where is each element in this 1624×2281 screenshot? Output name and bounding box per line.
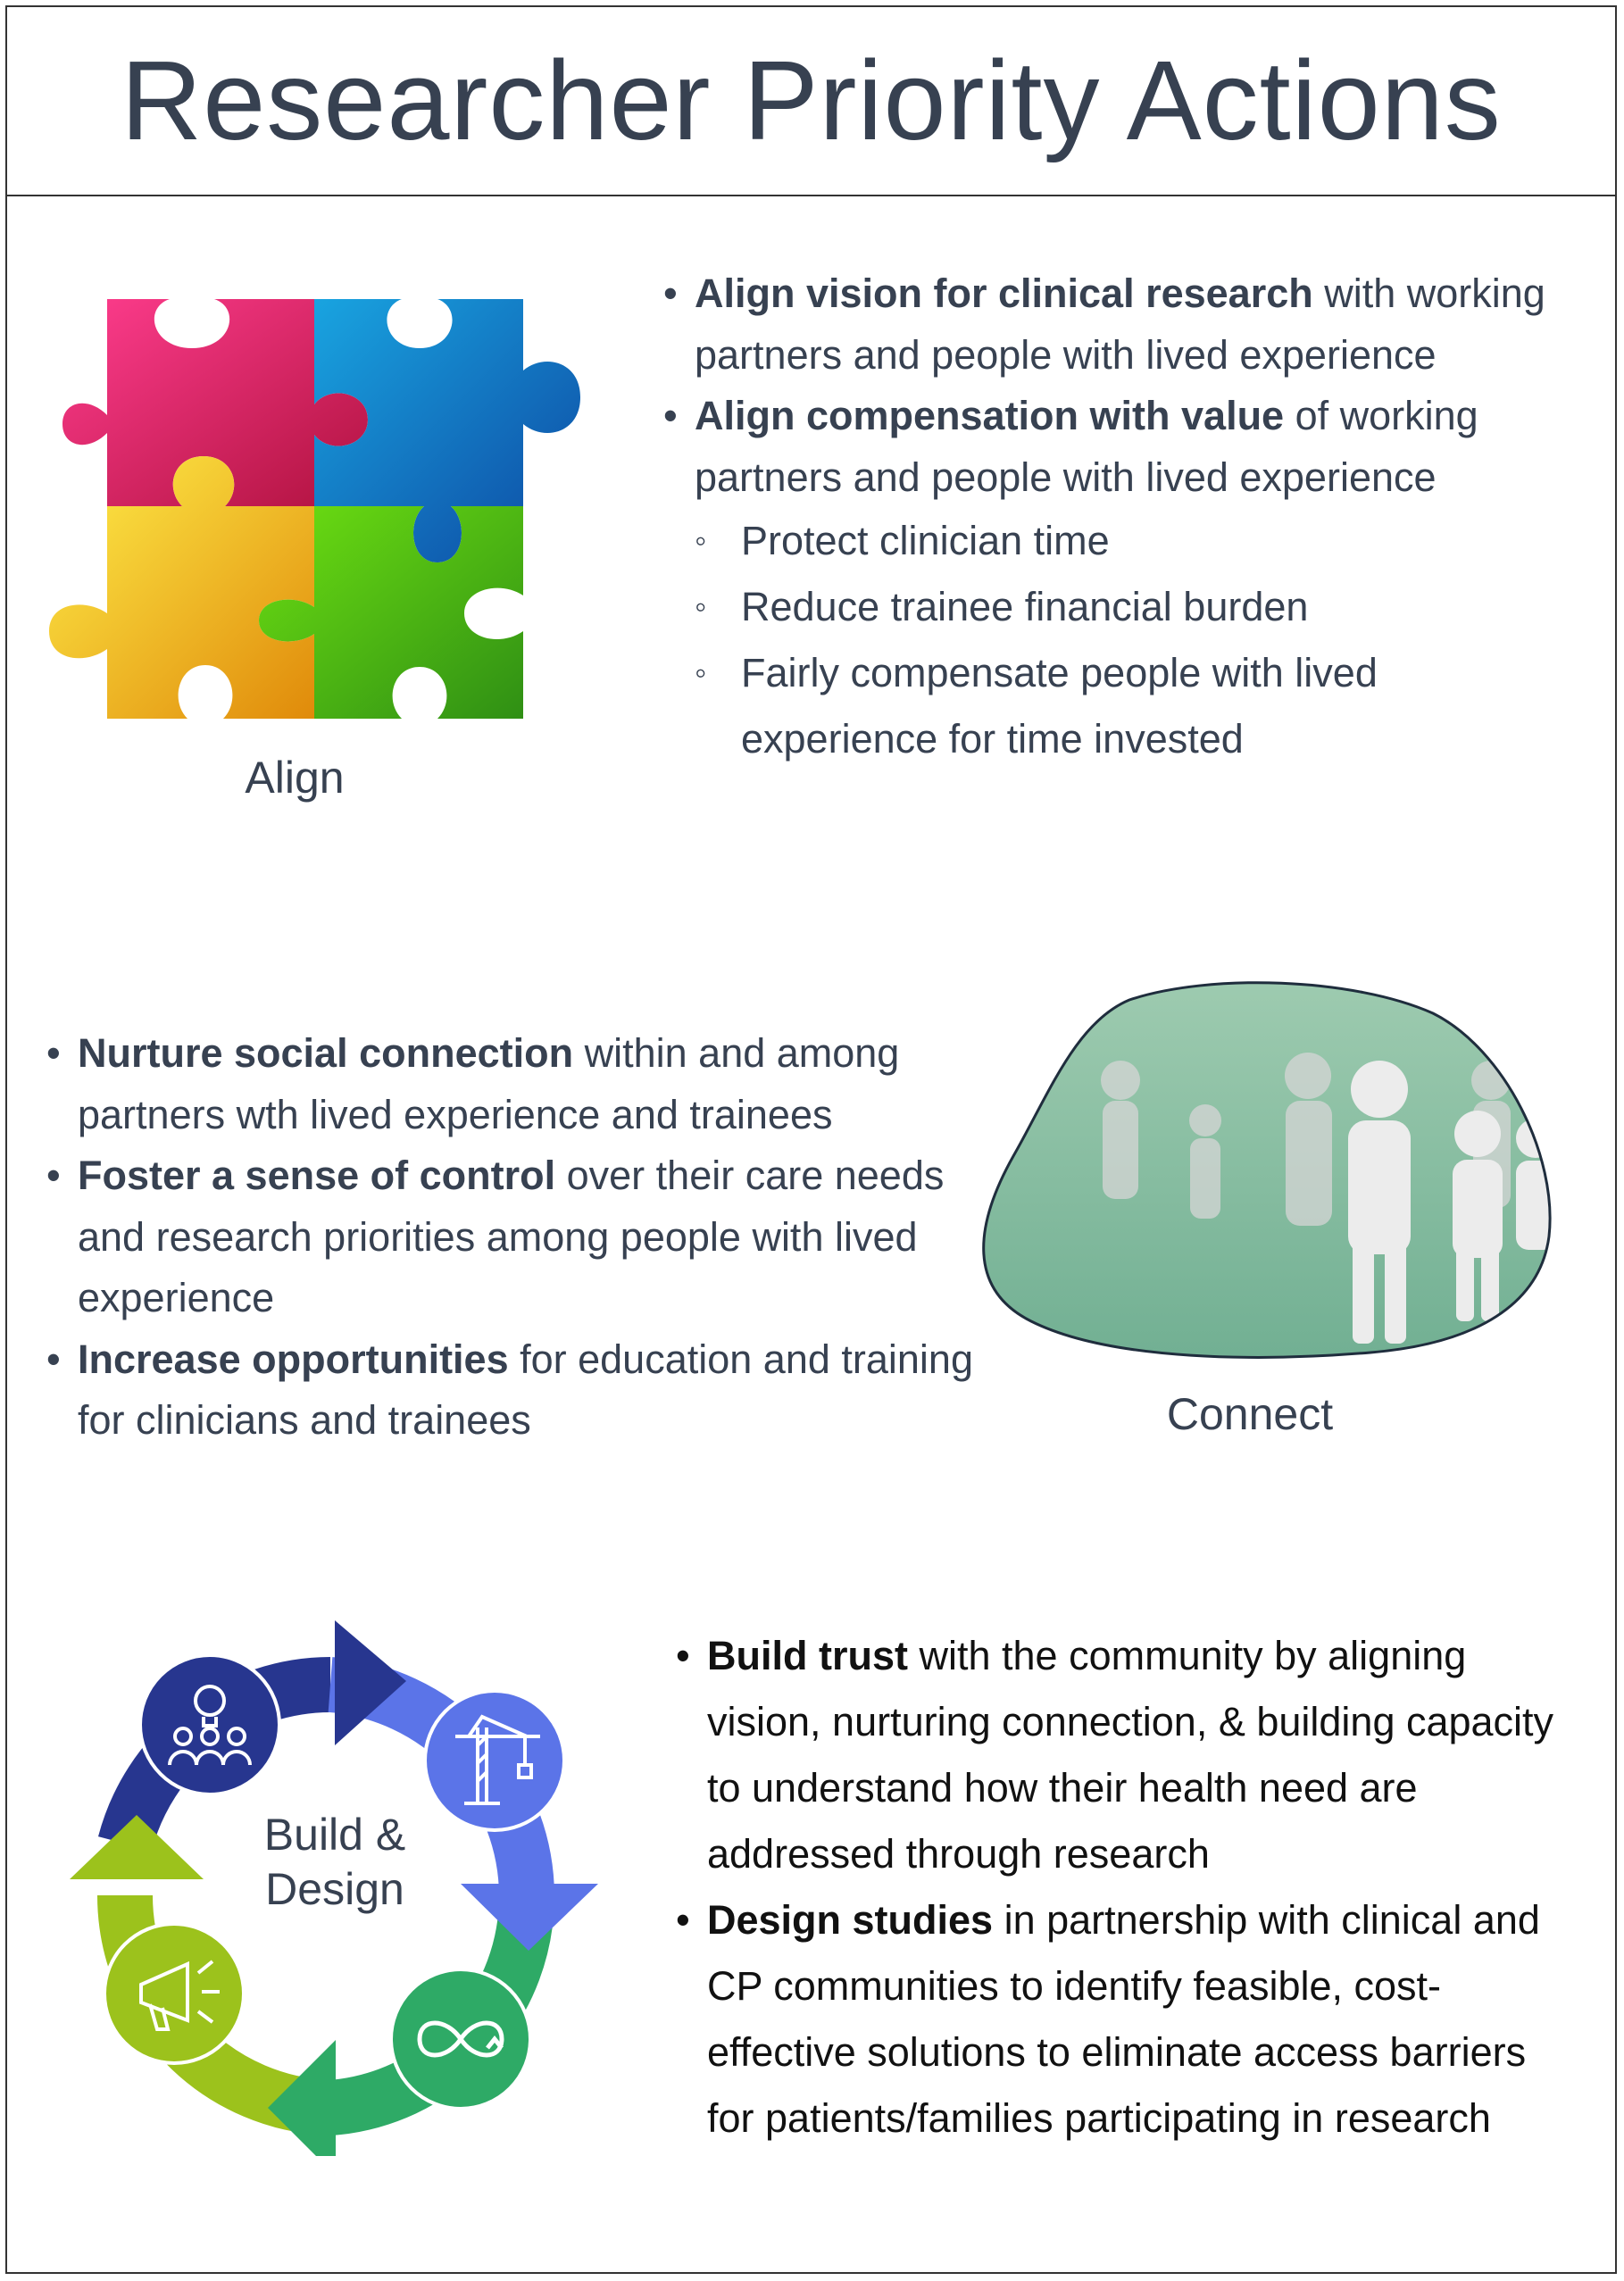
people-figures-image — [982, 981, 1552, 1359]
sub-bullet-trainee-burden: Reduce trainee financial burden — [695, 574, 1565, 640]
build-bullet-design: Design studies in partnership with clini… — [676, 1887, 1578, 2152]
connect-text: Nurture social connection within and amo… — [46, 1023, 975, 1452]
cycle-arrow-navy — [335, 1620, 406, 1745]
puzzle-piece-green — [259, 506, 523, 719]
sub-bullet-clinician-time: Protect clinician time — [695, 508, 1565, 574]
puzzle-image — [49, 299, 580, 719]
align-bullet-compensation: Align compensation with value of working… — [663, 386, 1565, 772]
align-bullet-vision: Align vision for clinical research with … — [663, 263, 1565, 386]
megaphone-icon — [139, 1960, 220, 2031]
cycle-node-announce — [103, 1922, 246, 2065]
cycle-arrow-green — [268, 2040, 336, 2156]
puzzle-piece-pink — [62, 299, 368, 506]
build-design-cycle: Build & Design — [70, 1620, 598, 2156]
connect-caption: Connect — [1166, 1389, 1334, 1439]
cycle-node-refresh — [389, 1968, 532, 2110]
title-banner: Researcher Priority Actions — [5, 5, 1617, 196]
page-title: Researcher Priority Actions — [121, 37, 1502, 163]
crane-icon — [455, 1714, 540, 1805]
align-sub-list: Protect clinician time Reduce trainee fi… — [695, 508, 1565, 772]
connect-bullet-control: Foster a sense of control over their car… — [46, 1145, 975, 1329]
puzzle-piece-yellow — [49, 456, 314, 719]
cycle-node-ideas — [138, 1653, 281, 1796]
cycle-label-line1: Build & — [264, 1810, 405, 1860]
build-bullet-trust: Build trust with the community by aligni… — [676, 1623, 1578, 1887]
infinity-loop-icon — [417, 2020, 504, 2058]
cycle-arrow-blue — [461, 1884, 598, 1951]
align-caption: Align — [245, 753, 345, 803]
cycle-node-construction — [423, 1689, 566, 1832]
cycle-arrow-lime — [70, 1815, 204, 1879]
build-text: Build trust with the community by aligni… — [676, 1623, 1578, 2152]
connect-bullet-opportunities: Increase opportunities for education and… — [46, 1329, 975, 1452]
align-text: Align vision for clinical research with … — [663, 263, 1565, 772]
cycle-label-line2: Design — [265, 1864, 404, 1914]
lightbulb-team-icon — [168, 1685, 252, 1766]
puzzle-piece-blue — [314, 299, 580, 562]
sub-bullet-fair-compensation: Fairly compensate people with lived expe… — [695, 640, 1565, 772]
page-frame — [5, 5, 1617, 2274]
connect-bullet-social: Nurture social connection within and amo… — [46, 1023, 975, 1145]
